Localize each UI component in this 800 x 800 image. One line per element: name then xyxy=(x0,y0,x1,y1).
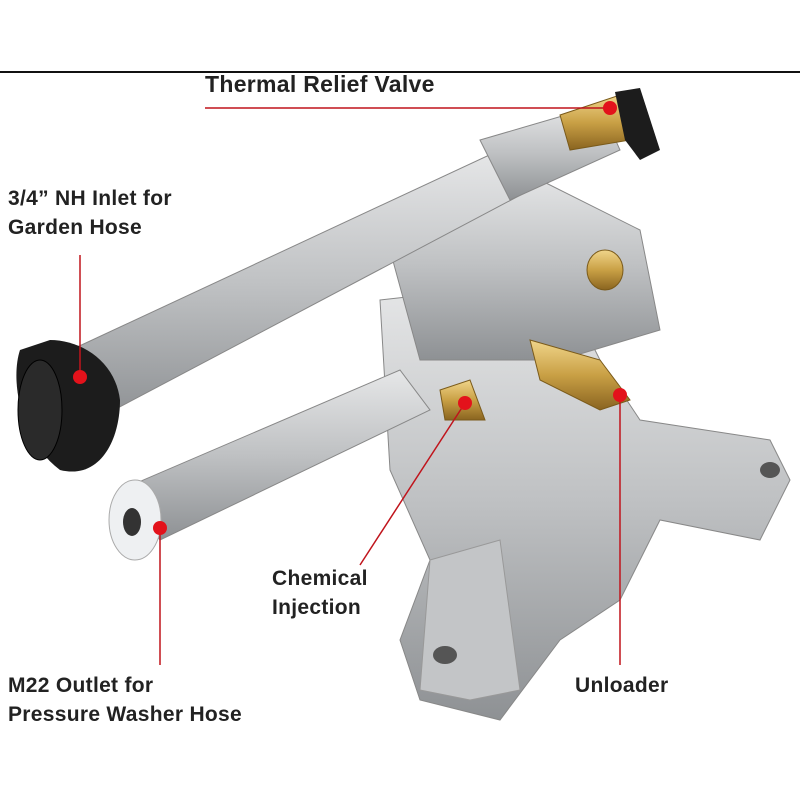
label-chemical-injection: Chemical Injection xyxy=(272,564,368,622)
dot-thermal xyxy=(603,101,617,115)
label-thermal-relief-valve: Thermal Relief Valve xyxy=(205,71,435,97)
label-unloader: Unloader xyxy=(575,674,669,697)
label-chemical-line2: Injection xyxy=(272,596,362,619)
label-chemical-line1: Chemical xyxy=(272,567,368,590)
label-inlet-line2: Garden Hose xyxy=(8,216,143,239)
dot-unloader xyxy=(613,388,627,402)
label-inlet-line1: 3/4” NH Inlet for xyxy=(8,187,172,210)
label-outlet-line2: Pressure Washer Hose xyxy=(8,703,242,726)
outlet-pipe xyxy=(119,369,431,541)
dot-chemical xyxy=(458,396,472,410)
callouts xyxy=(79,107,621,665)
dot-outlet xyxy=(153,521,167,535)
label-outlet-line1: M22 Outlet for xyxy=(8,674,154,697)
label-inlet: 3/4” NH Inlet for Garden Hose xyxy=(8,184,172,242)
dot-inlet xyxy=(73,370,87,384)
unloader-valve xyxy=(529,339,631,411)
label-outlet: M22 Outlet for Pressure Washer Hose xyxy=(8,671,242,729)
